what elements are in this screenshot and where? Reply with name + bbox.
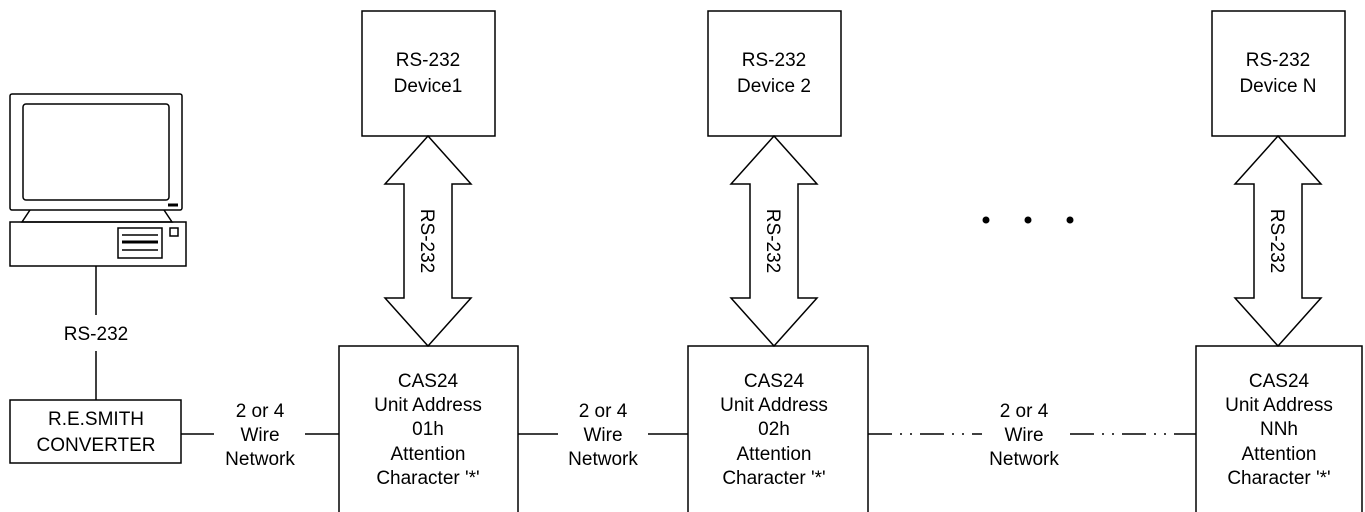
rs232-device-2: RS-232 Device 2 [707,10,842,137]
unit-2-line2: Unit Address [720,395,828,416]
network-link-3: 2 or 4 Wire Network [989,401,1059,470]
unit-2-line1: CAS24 [744,371,805,392]
arrow-1-label: RS-232 [416,209,437,273]
unit-n-line2: Unit Address [1225,395,1333,416]
rs232-device-n: RS-232 Device N [1211,10,1346,137]
unit-1-line5: Character '*' [376,468,479,489]
device-2-line2: Device 2 [737,76,811,97]
computer-icon [9,93,187,267]
cas24-unit-1: CAS24 Unit Address 01h Attention Charact… [338,345,519,512]
unit-2-line3: 02h [758,419,790,440]
unit-2-line4: Attention [737,444,812,465]
network-link-1-line1: 2 or 4 [236,401,285,422]
unit-n-line3: NNh [1260,419,1298,440]
device-2-line1: RS-232 [742,50,806,71]
unit-n-line4: Attention [1242,444,1317,465]
arrow-2-label: RS-232 [762,209,783,273]
network-link-3-line2: Wire [1004,425,1043,446]
rs232-device-1: RS-232 Device1 [361,10,496,137]
network-link-2: 2 or 4 Wire Network [568,401,638,470]
network-link-1-line3: Network [225,449,295,470]
cas24-unit-2: CAS24 Unit Address 02h Attention Charact… [687,345,869,512]
converter-label-line1: R.E.SMITH [48,409,144,430]
unit-n-line1: CAS24 [1249,371,1310,392]
unit-1-line4: Attention [391,444,466,465]
device-1-line1: RS-232 [396,50,460,71]
cas24-unit-n: CAS24 Unit Address NNh Attention Charact… [1195,345,1363,512]
network-link-3-line3: Network [989,449,1059,470]
network-link-2-line1: 2 or 4 [579,401,628,422]
unit-2-line5: Character '*' [722,468,825,489]
network-link-1: 2 or 4 Wire Network [225,401,295,470]
unit-1-line1: CAS24 [398,371,459,392]
converter-label-line2: CONVERTER [37,435,156,456]
device-n-line1: RS-232 [1246,50,1310,71]
device-n-line2: Device N [1239,76,1316,97]
rs232-arrow-1: RS-232 [383,134,473,348]
device-1-line2: Device1 [394,76,463,97]
computer-cable-label: RS-232 [64,324,128,345]
rs232-arrow-n: RS-232 [1233,134,1323,348]
network-link-3-line1: 2 or 4 [1000,401,1049,422]
network-link-2-line2: Wire [583,425,622,446]
unit-n-line5: Character '*' [1227,468,1330,489]
arrow-n-label: RS-232 [1266,209,1287,273]
converter-box: R.E.SMITH CONVERTER [9,399,182,464]
unit-1-line2: Unit Address [374,395,482,416]
network-link-1-line2: Wire [240,425,279,446]
continuation-dots-icon [982,216,1074,224]
unit-1-line3: 01h [412,419,444,440]
rs232-arrow-2: RS-232 [729,134,819,348]
network-link-2-line3: Network [568,449,638,470]
